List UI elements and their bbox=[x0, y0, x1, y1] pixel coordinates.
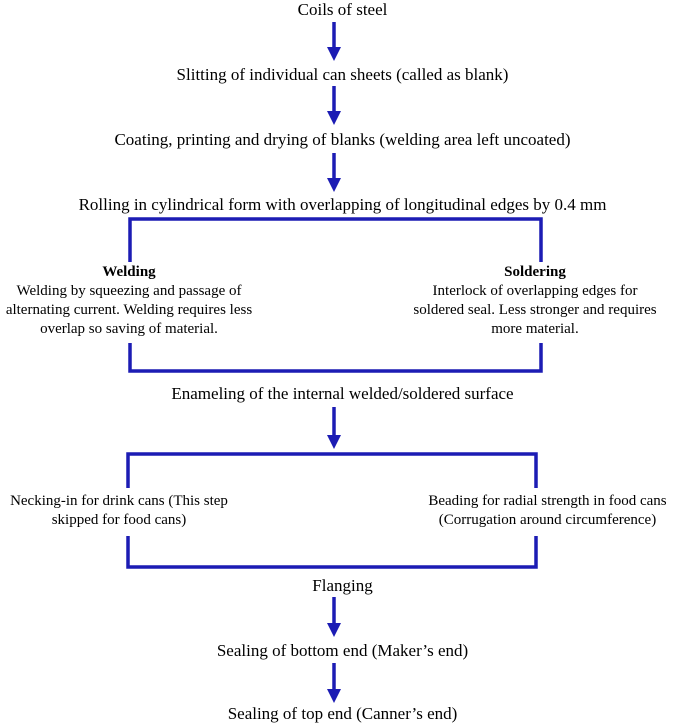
step-coating-printing: Coating, printing and drying of blanks (… bbox=[114, 130, 571, 149]
step-sealing-top-end: Sealing of top end (Canner’s end) bbox=[227, 704, 458, 723]
step-flanging: Flanging bbox=[312, 576, 373, 595]
step-slitting: Slitting of individual can sheets (calle… bbox=[176, 65, 509, 84]
soldering-heading: Soldering bbox=[504, 264, 566, 280]
bracket-necking-beading-bottom bbox=[126, 536, 538, 569]
welding-heading: Welding bbox=[102, 264, 156, 280]
step-sealing-bottom-end: Sealing of bottom end (Maker’s end) bbox=[216, 641, 469, 660]
branch-necking-in: Necking-in for drink cans (This step ski… bbox=[10, 493, 228, 528]
step-rolling: Rolling in cylindrical form with overlap… bbox=[78, 195, 607, 214]
step-coils-of-steel: Coils of steel bbox=[297, 0, 388, 19]
bracket-welding-soldering-bottom bbox=[128, 343, 543, 373]
bracket-welding-soldering-top bbox=[128, 217, 543, 262]
branch-soldering: Soldering Interlock of overlapping edges… bbox=[412, 263, 658, 339]
step-enameling: Enameling of the internal welded/soldere… bbox=[171, 384, 514, 403]
welding-description: Welding by squeezing and passage of alte… bbox=[5, 283, 253, 337]
branch-beading: Beading for radial strength in food cans… bbox=[428, 493, 667, 528]
bracket-necking-beading-top bbox=[126, 452, 538, 488]
soldering-description: Interlock of overlapping edges for solde… bbox=[413, 283, 657, 337]
branch-welding: Welding Welding by squeezing and passage… bbox=[0, 263, 258, 339]
